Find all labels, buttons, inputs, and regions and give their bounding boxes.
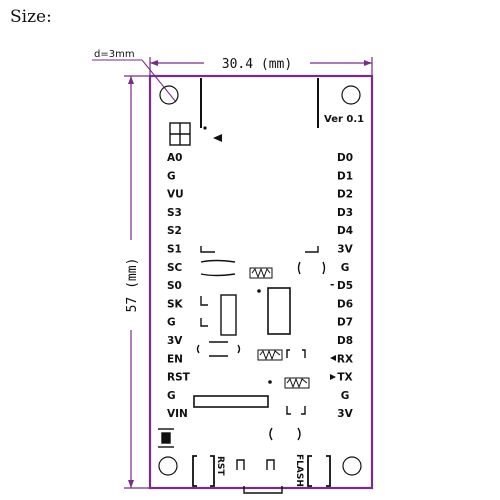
reset-button-label: RST bbox=[215, 456, 225, 476]
size-heading: Size: bbox=[10, 7, 52, 27]
via-dot bbox=[257, 289, 261, 293]
right-pin-label: D8 bbox=[337, 335, 353, 347]
left-pin-label: S0 bbox=[167, 280, 182, 292]
left-pin-label: SK bbox=[167, 298, 184, 310]
width-dimension: 30.4 (mm) bbox=[149, 57, 373, 76]
right-pin-label: D5 bbox=[337, 280, 353, 292]
left-pin-label: SC bbox=[167, 262, 183, 274]
pin1-dot bbox=[203, 126, 207, 130]
mounting-hole-top-left bbox=[159, 85, 179, 105]
board-outline bbox=[148, 74, 374, 490]
left-pin-label: EN bbox=[167, 353, 183, 365]
pin1-marker bbox=[213, 134, 222, 142]
via-dot bbox=[268, 380, 272, 384]
left-pin-label: S3 bbox=[167, 207, 182, 219]
left-pin-label: S2 bbox=[167, 225, 182, 237]
rx-pointer bbox=[330, 355, 336, 361]
right-pin-label: D0 bbox=[337, 152, 353, 164]
wifi-module-outline bbox=[200, 78, 319, 128]
right-pin-label: TX bbox=[337, 372, 352, 384]
left-pin-label: S1 bbox=[167, 244, 182, 256]
top-left-component bbox=[169, 122, 191, 146]
height-label: 57 (mm) bbox=[125, 258, 140, 313]
height-dimension: 57 (mm) bbox=[124, 75, 150, 489]
mounting-hole-bottom-right bbox=[342, 456, 362, 476]
right-pin-label: G bbox=[341, 262, 350, 274]
hole-callout: d=3mm bbox=[92, 49, 177, 103]
version-label: Ver 0.1 bbox=[324, 114, 364, 125]
left-pin-label: G bbox=[167, 170, 176, 182]
width-label: 30.4 (mm) bbox=[222, 57, 292, 72]
right-pin-label: D2 bbox=[337, 189, 353, 201]
mounting-hole-top-right bbox=[341, 85, 361, 105]
left-pin-label: RST bbox=[167, 372, 191, 384]
flash-button-outline bbox=[307, 455, 331, 487]
left-pin-label: 3V bbox=[167, 335, 183, 347]
right-pin-label: D7 bbox=[337, 317, 353, 329]
right-pin-label: G bbox=[341, 390, 350, 402]
right-pin-label: 3V bbox=[337, 408, 353, 420]
component-group bbox=[158, 246, 326, 448]
usb-connector bbox=[236, 459, 283, 494]
d5-pointer: - bbox=[330, 279, 334, 291]
right-pin-label: D1 bbox=[337, 170, 353, 182]
hole-label: d=3mm bbox=[94, 49, 135, 60]
right-pin-label: D4 bbox=[337, 225, 353, 237]
left-pin-label: G bbox=[167, 317, 176, 329]
right-pin-label: D6 bbox=[337, 298, 353, 310]
tx-pointer bbox=[330, 374, 336, 380]
resistors bbox=[249, 267, 310, 389]
reset-button-outline bbox=[192, 455, 215, 487]
left-pin-label: A0 bbox=[167, 152, 182, 164]
right-pin-label: D3 bbox=[337, 207, 353, 219]
left-pin-label: VIN bbox=[167, 408, 188, 420]
right-pin-label: 3V bbox=[337, 244, 353, 256]
mounting-hole-bottom-left bbox=[158, 456, 178, 476]
left-pin-label: G bbox=[167, 390, 176, 402]
left-pin-label: VU bbox=[167, 189, 184, 201]
flash-button-label: FLASH bbox=[294, 454, 304, 487]
right-pin-label: RX bbox=[337, 353, 353, 365]
